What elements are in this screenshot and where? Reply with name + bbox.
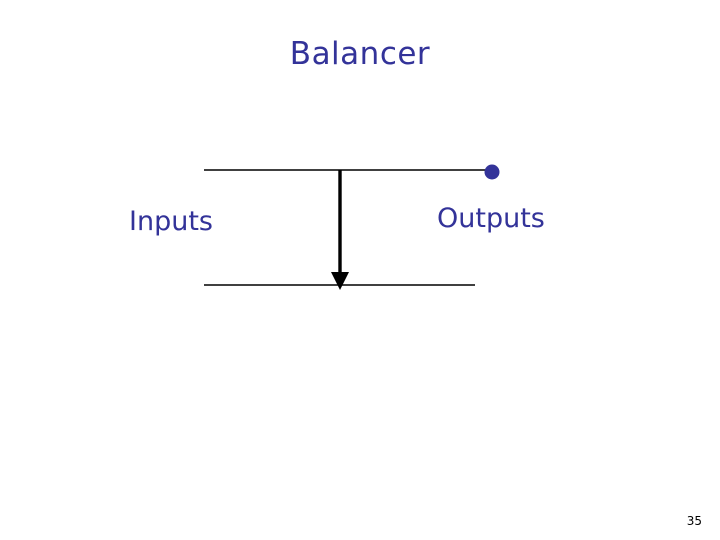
balancer-arrow-head [331,272,349,290]
page-title: Balancer [289,36,431,72]
output-dot-icon [484,164,500,180]
page-number: 35 [686,514,702,528]
outputs-label: Outputs [437,203,545,234]
inputs-label: Inputs [129,206,213,237]
